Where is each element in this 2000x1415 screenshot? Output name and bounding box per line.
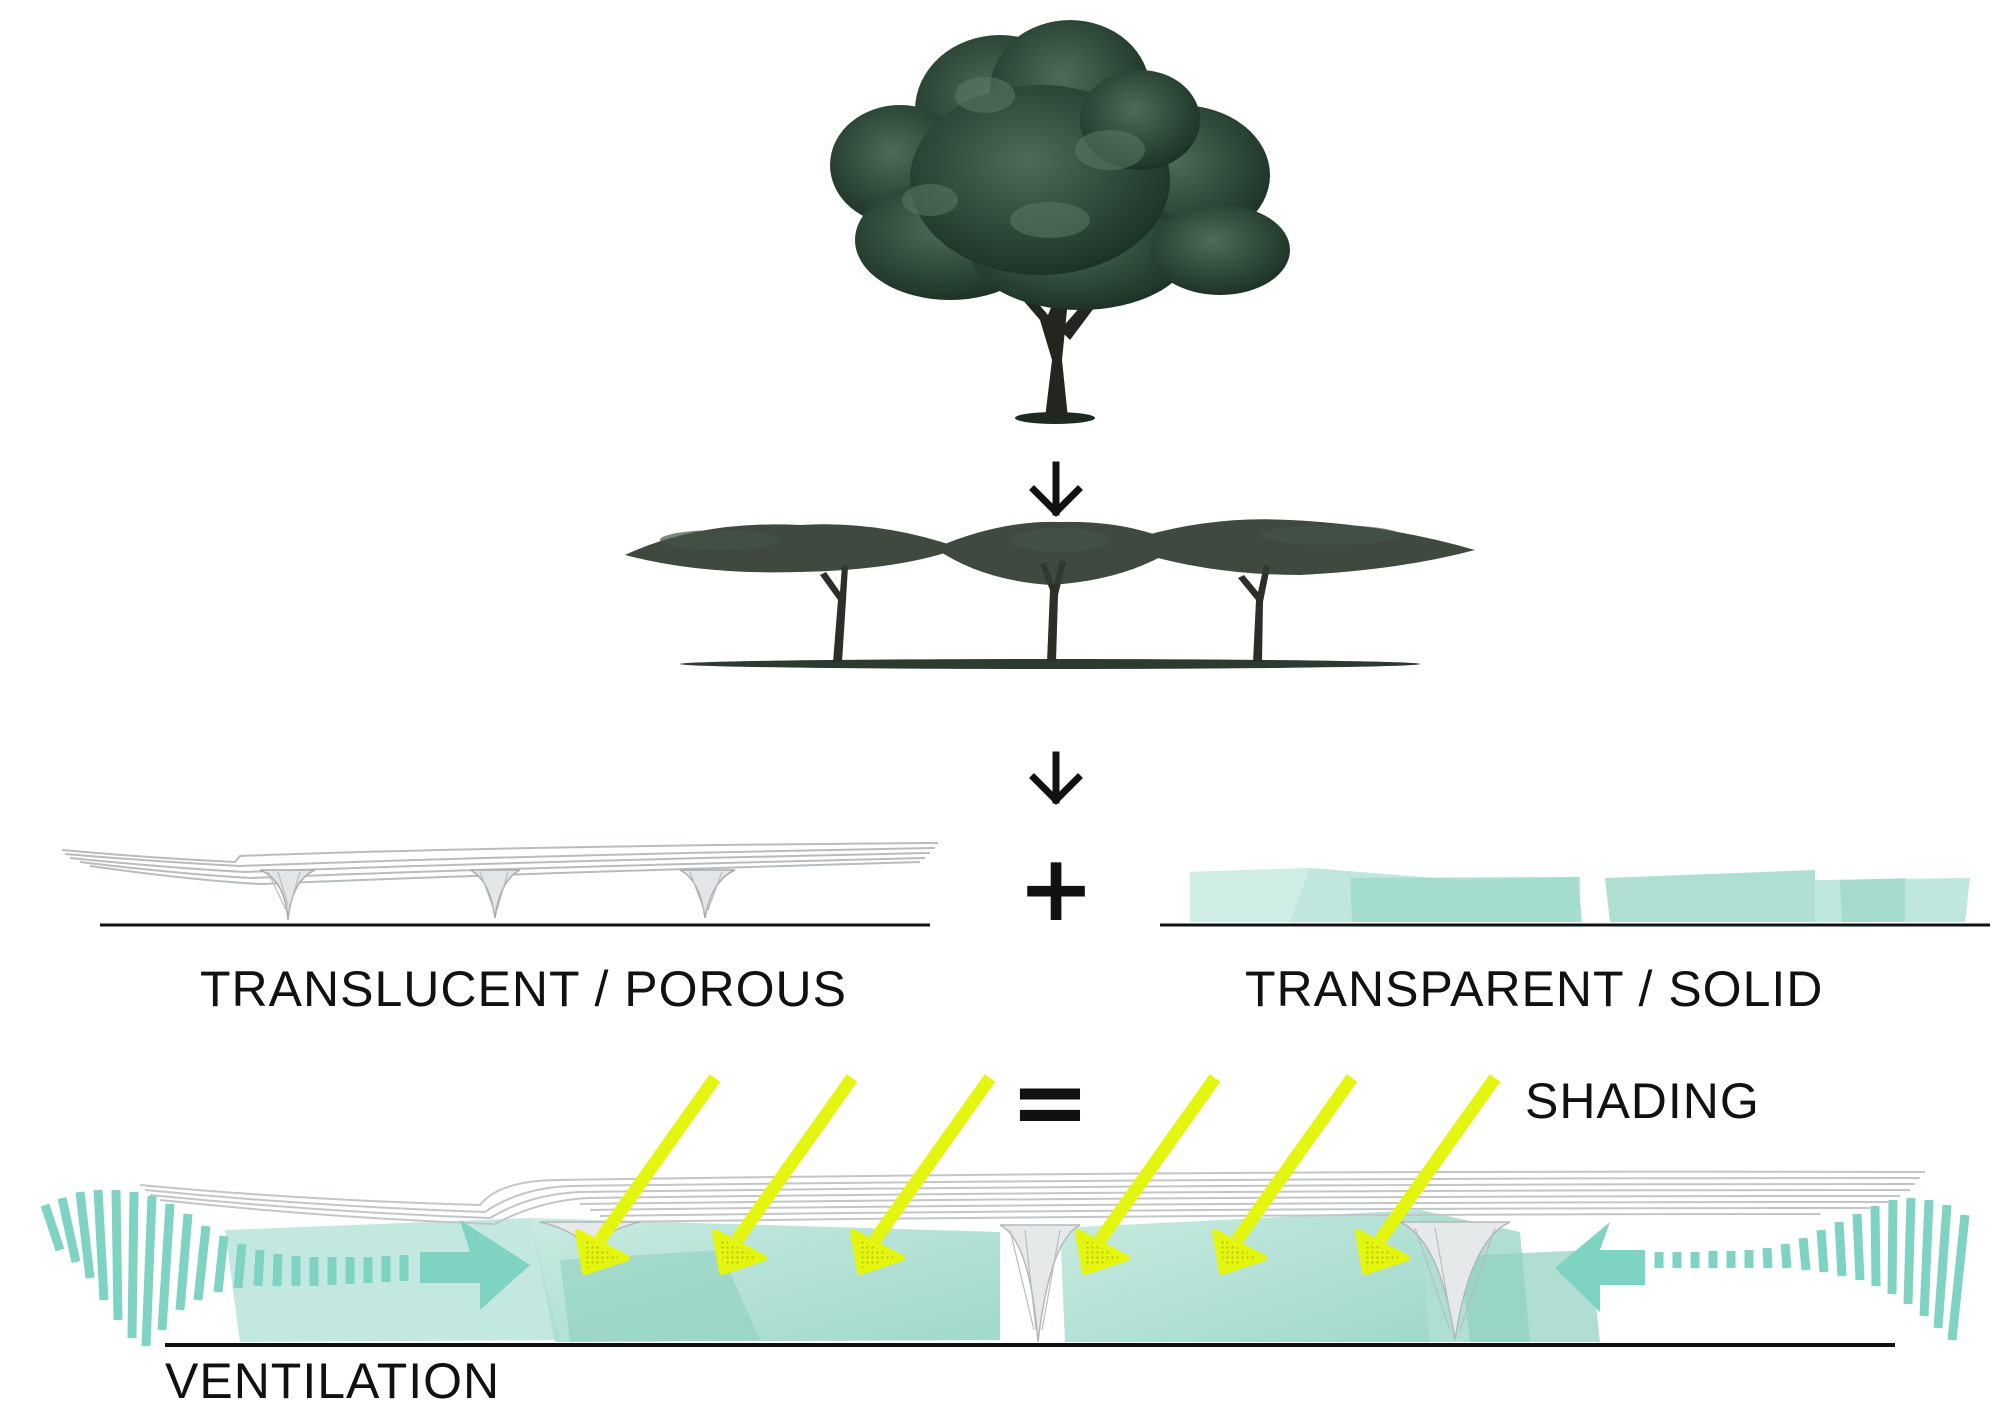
porous-canopy-model: [61, 842, 939, 927]
plus-symbol: +: [1017, 835, 1094, 942]
sun-ray: [1355, 1074, 1501, 1275]
glass-volumes-model: [1160, 868, 1990, 927]
sun-ray: [712, 1074, 858, 1275]
equals-symbol: =: [1010, 1046, 1090, 1158]
combined-section-model: [40, 1074, 1970, 1347]
sun-ray: [575, 1074, 721, 1275]
sun-ray: [850, 1074, 996, 1275]
sun-ray: [1075, 1074, 1221, 1275]
down-arrow-icon: [1029, 751, 1083, 805]
acacia-tree-row-icon: [625, 519, 1475, 669]
shading-label: SHADING: [1525, 1073, 1760, 1129]
sun-ray: [1212, 1074, 1358, 1275]
ventilation-label: VENTILATION: [165, 1353, 501, 1409]
down-arrow-icon: [1029, 461, 1083, 517]
wind-arrow-right: [1555, 1197, 1970, 1341]
wind-arrow-left: [40, 1189, 530, 1347]
translucent-porous-label: TRANSLUCENT / POROUS: [200, 961, 847, 1017]
sun-rays: [575, 1074, 1501, 1275]
transparent-solid-label: TRANSPARENT / SOLID: [1245, 961, 1824, 1017]
broadleaf-tree-icon: [830, 20, 1290, 424]
